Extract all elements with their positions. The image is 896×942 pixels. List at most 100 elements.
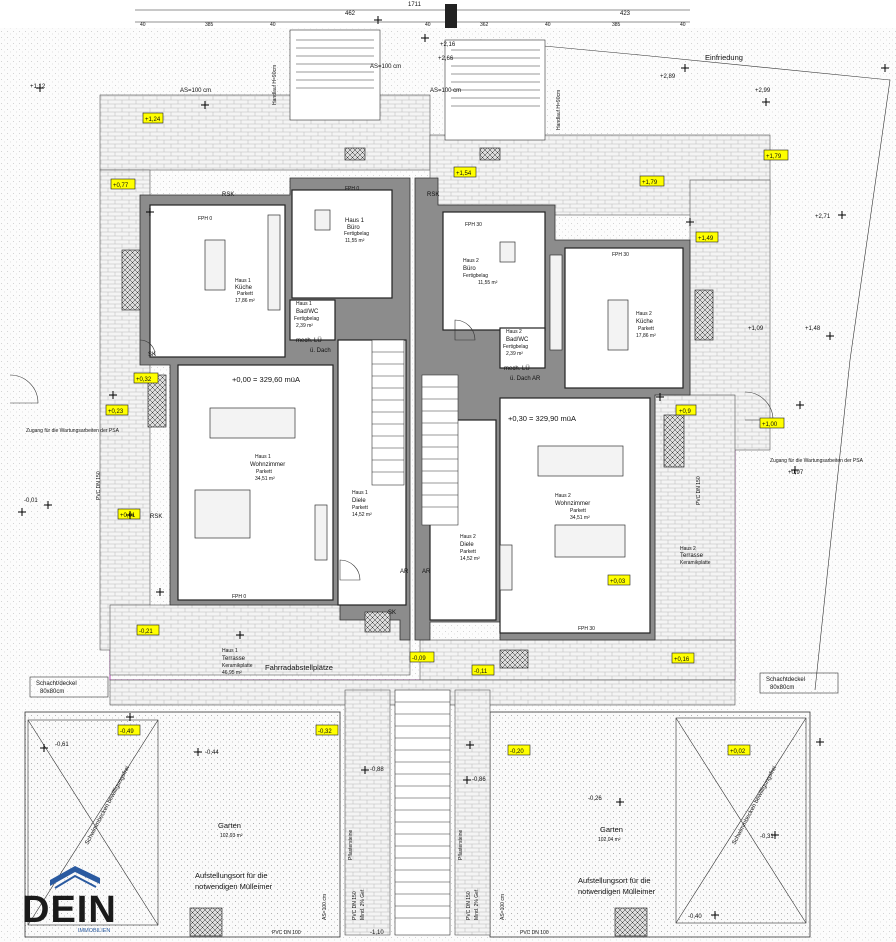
kueche2-name: Haus 2 — [636, 311, 652, 317]
bad1-label: Bad/WC — [296, 309, 319, 315]
survey-cross — [374, 16, 382, 24]
survey-cross — [126, 713, 134, 721]
mech1: mech. LÜ — [296, 337, 322, 344]
fph-1: FPH 0 — [232, 594, 246, 600]
dim-overall: 1711 — [408, 2, 422, 8]
terr1-label: Terrasse — [222, 656, 246, 662]
kueche2-area: 17,86 m² — [636, 333, 656, 339]
wohn2-label: Wohnzimmer — [555, 501, 590, 507]
schacht-2-box — [759, 672, 839, 694]
zugang-1: Zugang für die Wartungsarbeiten der PSA — [26, 428, 120, 434]
marker-8: +1,79 — [642, 180, 658, 186]
buero1-name: Haus 1 — [345, 218, 365, 224]
logo-sub: IMMOBILIEN — [78, 928, 110, 934]
survey-cross — [616, 798, 624, 806]
kueche1-label: Küche — [235, 285, 253, 291]
top-dimension-chain: 1711 462 423 40 385 40 40 362 40 385 40 — [135, 2, 690, 28]
muell1-b: notwendigen Mülleimer — [195, 882, 273, 891]
marker-1: +0,77 — [113, 183, 129, 189]
wohn1-name: Haus 1 — [255, 454, 271, 460]
survey-points — [18, 16, 889, 919]
spot-14: -0,86 — [472, 777, 486, 783]
diele2-floor: Parkett — [460, 549, 476, 555]
interior-stair-2 — [421, 374, 459, 526]
marker-13: -0,09 — [412, 656, 426, 662]
kueche1-floor: Parkett — [237, 291, 253, 297]
marker-2: +0,32 — [136, 377, 152, 383]
rsk-2: RSK — [150, 514, 162, 520]
dein-logo: DEIN IMMOBILIEN — [22, 866, 117, 934]
marker-6: +1,54 — [456, 171, 472, 177]
marker-15: +0,16 — [674, 657, 690, 663]
rsk-1: RSK — [222, 192, 234, 198]
survey-cross — [146, 208, 154, 216]
sk-1: SK — [148, 352, 156, 358]
spot-0: +1,12 — [30, 84, 46, 90]
terr1-floor: Keramikplatte — [222, 663, 253, 669]
level-2: +0,30 = 329,90 müA — [508, 414, 576, 423]
dim-r2-4: 362 — [480, 22, 489, 28]
spot-16: +2,66 — [438, 56, 454, 62]
survey-cross — [236, 631, 244, 639]
as100-e: AS=100 cm — [500, 894, 506, 920]
logo-brand: DEIN — [22, 889, 117, 931]
survey-cross — [361, 766, 369, 774]
diele2-label: Diele — [460, 542, 474, 548]
garden-paths: Pflastersteine Pflastersteine PVC DN 150… — [189, 689, 648, 937]
as100-d: AS=100 cm — [322, 894, 328, 920]
diele1-label: Diele — [352, 498, 366, 504]
room-wohn-2 — [499, 397, 651, 634]
wohn1-label: Wohnzimmer — [250, 462, 285, 468]
handlauf-1: Handlauf H=90cm — [272, 65, 278, 105]
dim-r2-1: 385 — [205, 22, 214, 28]
spot-13: -0,88 — [370, 767, 384, 773]
fph-3: FPH 0 — [345, 186, 359, 192]
dim-left: 462 — [345, 11, 356, 17]
marker-3: +0,23 — [108, 409, 124, 415]
marker-14: -0,11 — [474, 669, 488, 675]
wohn1-area: 34,51 m² — [255, 476, 275, 482]
survey-cross — [826, 332, 834, 340]
spot-15: -1,10 — [370, 930, 384, 936]
marker-4: +0,01 — [120, 513, 136, 519]
pflaster-1: Pflastersteine — [348, 829, 354, 860]
sofa-2 — [554, 524, 626, 558]
survey-cross — [194, 748, 202, 756]
dim-r2-6: 385 — [612, 22, 621, 28]
fph30-2: FPH 30 — [465, 222, 482, 228]
kueche2-floor: Parkett — [638, 326, 654, 332]
terr2-floor: Keramikplatte — [680, 560, 711, 566]
diele2-area: 14,52 m² — [460, 556, 480, 562]
room-bad-1 — [289, 299, 336, 341]
terr1-area: 46,95 m² — [222, 670, 242, 676]
room-buero-2 — [442, 211, 546, 331]
survey-cross — [816, 738, 824, 746]
shaft-1 — [344, 147, 366, 161]
mech2: mech. LÜ — [504, 365, 530, 372]
spot-17: +2,16 — [440, 42, 456, 48]
dim-r2-7: 40 — [680, 22, 686, 28]
dining-table-2 — [537, 445, 624, 477]
as100-c: AS=100 cm — [430, 88, 461, 94]
wohn2-area: 34,51 m² — [570, 515, 590, 521]
kueche1-area: 17,86 m² — [235, 298, 255, 304]
pvc-1: PVC DN 150 — [96, 471, 102, 500]
survey-cross — [44, 501, 52, 509]
buero2-label: Büro — [463, 266, 476, 272]
pflaster-2: Pflastersteine — [458, 829, 464, 860]
pvc-3: PVC DN 150 — [352, 891, 358, 920]
fence-line — [479, 39, 891, 691]
terr1-name: Haus 1 — [222, 648, 238, 654]
buero1-area: 11,55 m² — [345, 238, 365, 244]
handlauf-2: Handlauf H=90cm — [556, 90, 562, 130]
bad1-name: Haus 1 — [296, 301, 312, 307]
wohn2-floor: Parkett — [570, 508, 586, 514]
spot-10: -0,26 — [588, 796, 602, 802]
room-buero-1 — [291, 189, 393, 299]
spot-2: +2,99 — [755, 88, 771, 94]
survey-cross — [421, 34, 429, 42]
kueche2-label: Küche — [636, 319, 654, 325]
wohn1-floor: Parkett — [256, 469, 272, 475]
wohn2-name: Haus 2 — [555, 493, 571, 499]
